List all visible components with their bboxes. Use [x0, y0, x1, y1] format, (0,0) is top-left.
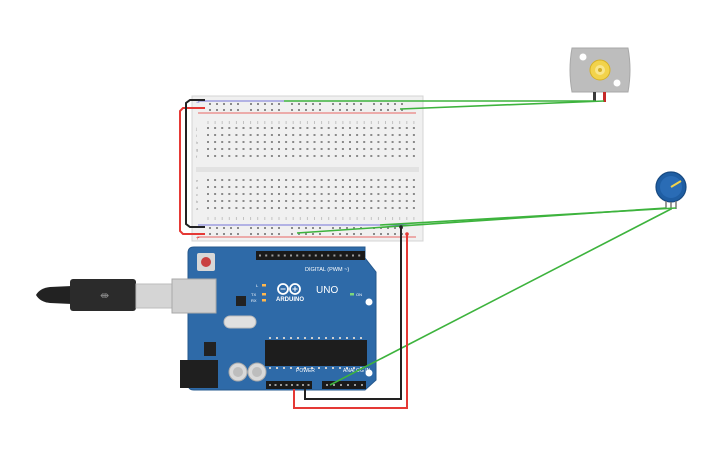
- row-letter: i: [196, 133, 197, 138]
- top-rail-holes-a: [209, 103, 403, 105]
- crystal-oscillator: [223, 315, 257, 329]
- power-header[interactable]: [266, 381, 312, 389]
- digital-header-label: DIGITAL (PWM ~): [305, 267, 349, 273]
- dc-barrel-jack[interactable]: [180, 360, 218, 388]
- row-letter: h: [196, 140, 198, 145]
- mount-hole: [365, 369, 373, 377]
- model-label: UNO: [316, 285, 338, 296]
- wire-motor-2[interactable]: [399, 100, 605, 110]
- usb-chip: [236, 296, 246, 306]
- cable-strain-relief: [36, 286, 72, 304]
- wire-gnd[interactable]: [304, 227, 402, 400]
- motor-mount-hole: [579, 53, 587, 61]
- knob-indicator: [670, 180, 682, 188]
- terminal-strip-top: [207, 127, 415, 157]
- rail-minus-sign: −: [196, 100, 200, 106]
- analog-header[interactable]: [322, 381, 366, 389]
- wire-pot-signal[interactable]: [329, 208, 672, 386]
- row-letter: f: [196, 154, 198, 159]
- usb-cable[interactable]: ⇼: [36, 279, 173, 311]
- potentiometer[interactable]: [655, 171, 687, 210]
- wire-black-left-rail[interactable]: [185, 99, 205, 228]
- row-letter: d: [196, 185, 198, 190]
- motor-terminal-black[interactable]: [593, 92, 596, 102]
- center-channel: [196, 167, 419, 172]
- bottom-header-pins: [269, 384, 363, 386]
- wires: [179, 99, 677, 409]
- led-tx: [262, 293, 266, 296]
- row-letter: b: [196, 199, 199, 204]
- mount-hole: [365, 298, 373, 306]
- arduino-uno[interactable]: DIGITAL (PWM ~) POWER ANALOG IN ARDUINO …: [171, 246, 377, 391]
- arduino-infinity-icon: [277, 283, 301, 295]
- brand-label: ARDUINO: [276, 297, 304, 303]
- row-letter: g: [196, 147, 198, 152]
- atmega-chip: [265, 340, 367, 366]
- svg-text:RX: RX: [251, 298, 257, 303]
- terminal-strip-bottom: [207, 179, 415, 209]
- voltage-regulator: [204, 342, 216, 356]
- column-numbers-top: [207, 121, 415, 124]
- dc-motor[interactable]: [569, 47, 631, 102]
- bottom-rail-holes-b: [209, 233, 403, 235]
- svg-text:ON: ON: [356, 292, 362, 297]
- wire-5v[interactable]: [293, 234, 408, 409]
- svg-text:TX: TX: [251, 292, 256, 297]
- motor-terminal-red[interactable]: [603, 92, 606, 102]
- row-letter: c: [196, 192, 198, 197]
- usb-plug-body: [70, 279, 136, 311]
- chip-pins: [269, 337, 362, 369]
- row-letter: e: [196, 178, 199, 183]
- led-rx: [262, 299, 266, 302]
- led-l: [262, 284, 266, 287]
- power-label: POWER: [296, 368, 315, 374]
- usb-b-jack[interactable]: [171, 278, 217, 314]
- rail-plus-sign: +: [196, 236, 200, 242]
- led-on: [350, 293, 354, 296]
- usb-metal-shield: [135, 283, 173, 309]
- wire-pot-2[interactable]: [379, 207, 677, 226]
- row-letter: j: [195, 126, 197, 131]
- column-numbers-bottom: [207, 217, 415, 220]
- digital-header-pins: [259, 254, 361, 257]
- svg-text:L: L: [256, 283, 259, 288]
- top-rail-holes-b: [209, 109, 403, 111]
- row-letter: a: [196, 206, 199, 211]
- usb-symbol-icon: ⇼: [100, 290, 109, 302]
- motor-mount-hole: [613, 79, 621, 87]
